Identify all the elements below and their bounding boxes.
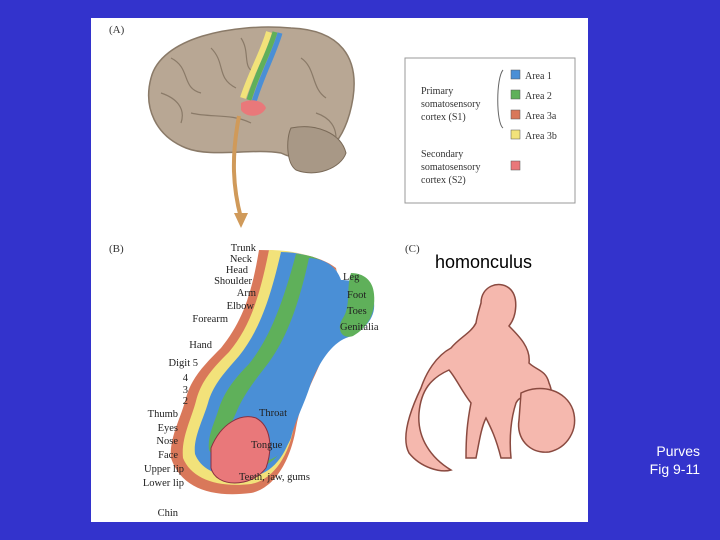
- label-digit-2: 2: [183, 396, 188, 408]
- label-eyes: Eyes: [158, 423, 178, 435]
- legend-primary-line1: Primary: [421, 86, 453, 97]
- panel-a-label: (A): [109, 24, 125, 36]
- label-leg: Leg: [343, 272, 359, 284]
- legend-area2-swatch: [511, 90, 520, 99]
- legend-secondary-line2: somatosensory: [421, 162, 480, 173]
- legend-primary-line3: cortex (S1): [421, 112, 466, 123]
- homunculus-illustration: [406, 284, 575, 470]
- legend-secondary-line1: Secondary: [421, 149, 463, 160]
- label-face: Face: [158, 450, 178, 462]
- panel-c-label: (C): [405, 243, 420, 255]
- label-toes: Toes: [347, 306, 367, 318]
- label-chin: Chin: [158, 508, 178, 520]
- label-digit-5: Digit 5: [169, 358, 198, 370]
- label-shoulder: Shoulder: [214, 276, 252, 288]
- caption-line-2: Fig 9-11: [600, 460, 700, 478]
- label-teeth-jaw-gums: Teeth, jaw, gums: [239, 472, 310, 484]
- legend-secondary-line3: cortex (S2): [421, 175, 466, 186]
- caption-line-1: Purves: [600, 442, 700, 460]
- legend-area3b-swatch: [511, 130, 520, 139]
- legend: Primary somatosensory cortex (S1) Second…: [405, 58, 575, 203]
- legend-area1-swatch: [511, 70, 520, 79]
- label-hand: Hand: [189, 340, 212, 352]
- legend-area2-label: Area 2: [525, 91, 552, 102]
- legend-s2-swatch: [511, 161, 520, 170]
- label-upper-lip: Upper lip: [144, 464, 184, 476]
- label-nose: Nose: [156, 436, 178, 448]
- label-thumb: Thumb: [148, 409, 178, 421]
- label-digit-4: 4: [183, 373, 188, 385]
- legend-area3a-label: Area 3a: [525, 111, 557, 122]
- label-forearm: Forearm: [192, 314, 228, 326]
- brain-illustration: [149, 27, 354, 228]
- label-elbow: Elbow: [227, 301, 254, 313]
- label-genitalia: Genitalia: [340, 322, 378, 334]
- cortical-strip: [171, 250, 375, 494]
- legend-area3a-swatch: [511, 110, 520, 119]
- legend-area1-label: Area 1: [525, 71, 552, 82]
- label-foot: Foot: [347, 290, 366, 302]
- panel-b-label: (B): [109, 243, 124, 255]
- label-arm: Arm: [237, 288, 256, 300]
- legend-primary-line2: somatosensory: [421, 99, 480, 110]
- label-lower-lip: Lower lip: [143, 478, 184, 490]
- label-tongue: Tongue: [251, 440, 282, 452]
- legend-area3b-label: Area 3b: [525, 131, 557, 142]
- figure-caption: Purves Fig 9-11: [600, 442, 700, 478]
- label-throat: Throat: [259, 408, 287, 420]
- homonculus-label: homonculus: [432, 252, 535, 273]
